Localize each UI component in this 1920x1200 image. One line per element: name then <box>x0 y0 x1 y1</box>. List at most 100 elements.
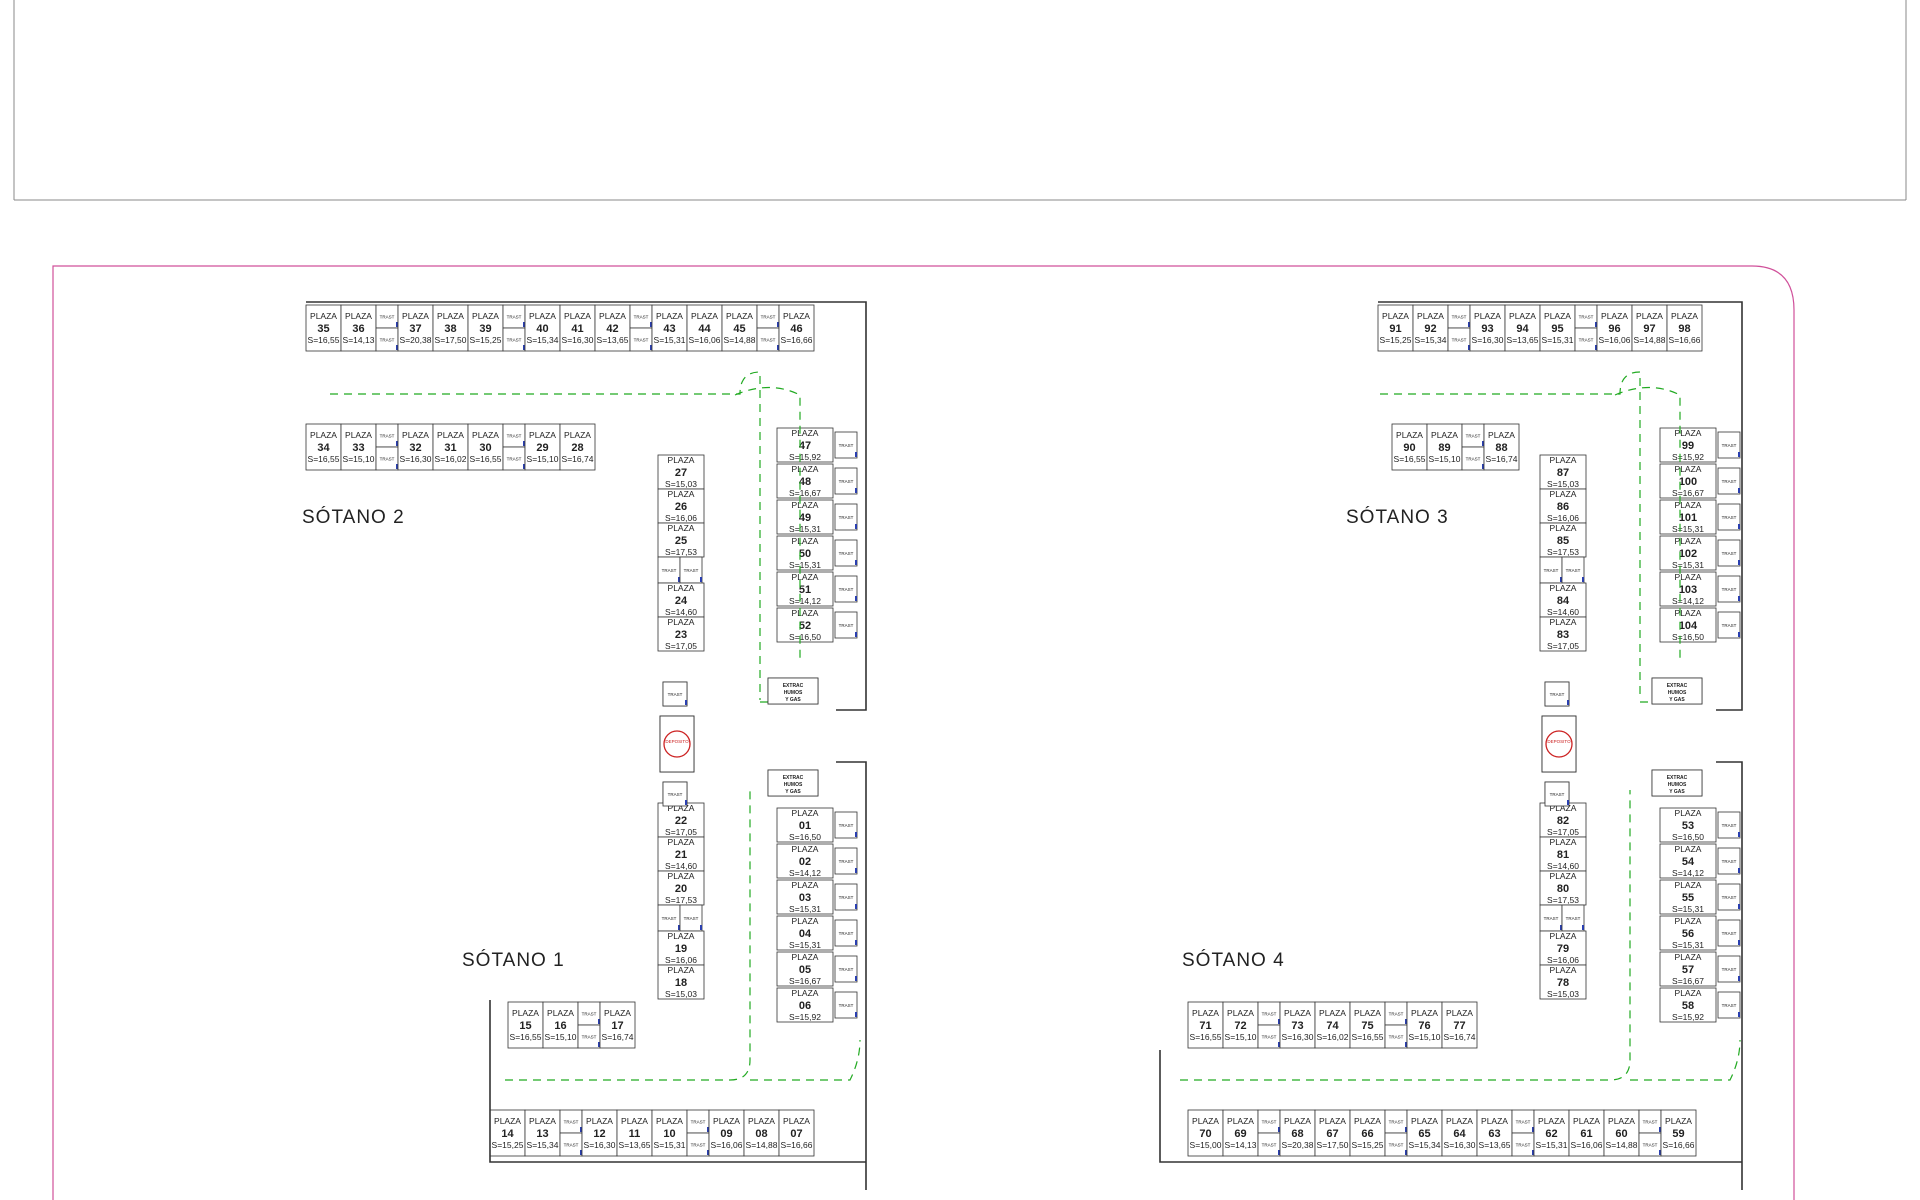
space-number: 49 <box>799 512 811 524</box>
space-number: 04 <box>799 928 812 940</box>
space-number: 52 <box>799 620 811 632</box>
storage-outline <box>662 781 688 807</box>
space-number: 15 <box>519 1020 531 1032</box>
space-label: PLAZA <box>656 311 683 321</box>
storage-room: TRAST <box>1717 847 1741 875</box>
space-number: 86 <box>1557 501 1569 513</box>
space-area: S=15,25 <box>1352 1140 1384 1150</box>
space-number: 93 <box>1481 323 1493 335</box>
space-area: S=16,74 <box>602 1032 634 1042</box>
space-number: 58 <box>1682 1000 1694 1012</box>
storage-room: TRAST <box>834 503 858 531</box>
storage-label: TRAST <box>1550 692 1565 697</box>
space-area: S=14,60 <box>1547 861 1579 871</box>
storage-outline <box>1717 431 1741 459</box>
space-area: S=17,05 <box>665 827 697 837</box>
storage-outline <box>1717 611 1741 639</box>
space-outline <box>1222 1001 1259 1049</box>
space-label: PLAZA <box>1675 608 1702 618</box>
storage-room: TRAST <box>1384 1001 1408 1026</box>
core-outline <box>1541 715 1577 773</box>
space-number: 66 <box>1361 1128 1373 1140</box>
space-area: S=17,53 <box>1547 547 1579 557</box>
storage-room: TRAST <box>1461 446 1485 471</box>
storage-outline <box>1717 467 1741 495</box>
space-label: PLAZA <box>668 837 695 847</box>
space-outline <box>340 304 377 352</box>
space-area: S=15,00 <box>1190 1140 1222 1150</box>
space-area: S=16,66 <box>1663 1140 1695 1150</box>
space-label: PLAZA <box>1550 583 1577 593</box>
storage-label: TRAST <box>1262 1120 1277 1125</box>
space-label: PLAZA <box>1411 1116 1438 1126</box>
space-label: PLAZA <box>1601 311 1628 321</box>
space-number: 60 <box>1615 1128 1627 1140</box>
space-label: PLAZA <box>494 1116 521 1126</box>
storage-room: TRAST <box>502 304 526 329</box>
space-number: 25 <box>675 535 687 547</box>
storage-label: TRAST <box>761 338 776 343</box>
space-label: PLAZA <box>792 808 819 818</box>
space-outline <box>616 1109 653 1157</box>
storage-label: TRAST <box>1262 1143 1277 1148</box>
space-label: PLAZA <box>1675 464 1702 474</box>
storage-room: TRAST <box>559 1132 583 1157</box>
space-area: S=15,31 <box>654 1140 686 1150</box>
storage-outline <box>1717 991 1741 1019</box>
storage-room: TRAST <box>375 304 399 329</box>
space-number: 07 <box>790 1128 802 1140</box>
storage-room: TRAST <box>1461 423 1485 448</box>
circulation-route <box>505 790 751 1081</box>
space-area: S=16,50 <box>789 832 821 842</box>
circulation-route <box>330 371 800 703</box>
space-number: 32 <box>409 442 421 454</box>
deposit-tank <box>663 730 691 758</box>
space-area: S=16,55 <box>1394 454 1426 464</box>
storage-room: TRAST <box>559 1109 583 1134</box>
space-label: PLAZA <box>1675 952 1702 962</box>
space-outline <box>657 836 705 872</box>
space-label: PLAZA <box>1382 311 1409 321</box>
space-number: 100 <box>1679 476 1697 488</box>
space-number: 33 <box>352 442 364 454</box>
space-outline <box>1441 1001 1478 1049</box>
storage-room: TRAST <box>1717 991 1741 1019</box>
storage-label: TRAST <box>634 315 649 320</box>
space-number: 99 <box>1682 440 1694 452</box>
storage-room: TRAST <box>629 327 653 352</box>
space-number: 56 <box>1682 928 1694 940</box>
extraction-label: HUMOS <box>784 690 803 696</box>
space-label: PLAZA <box>1354 1116 1381 1126</box>
storage-room: TRAST <box>756 327 780 352</box>
space-number: 55 <box>1682 892 1694 904</box>
space-number: 87 <box>1557 467 1569 479</box>
space-number: 69 <box>1234 1128 1246 1140</box>
space-label: PLAZA <box>1550 455 1577 465</box>
space-area: S=15,10 <box>527 454 559 464</box>
space-number: 29 <box>536 442 548 454</box>
storage-label: TRAST <box>1722 443 1737 448</box>
storage-room: TRAST <box>1717 955 1741 983</box>
space-area: S=14,13 <box>343 335 375 345</box>
space-area: S=15,34 <box>527 1140 559 1150</box>
space-label: PLAZA <box>1550 489 1577 499</box>
storage-label: TRAST <box>839 931 854 936</box>
space-area: S=16,06 <box>1599 335 1631 345</box>
space-outline <box>776 987 834 1023</box>
space-label: PLAZA <box>599 311 626 321</box>
